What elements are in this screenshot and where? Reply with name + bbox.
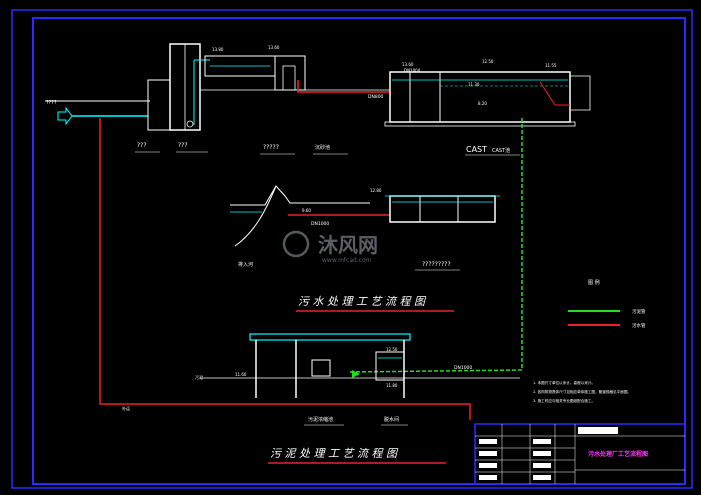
sludge-pump-icon (352, 370, 360, 378)
dn1000-low-label: DN1000 (454, 365, 472, 371)
outer-frame (11, 9, 693, 489)
sludge-inlet-label: 污泥 (195, 374, 203, 380)
label-cast: CAST (466, 145, 487, 154)
inlet-arrow (57, 106, 73, 126)
label-q1: ??? (137, 142, 147, 149)
dn1000-top-label: DN1000 (404, 68, 421, 73)
label-river: 排入河 (238, 261, 253, 268)
mid-tank (389, 195, 496, 223)
note-1: 1. 本图尺寸单位以米计。高程以米计。 (533, 380, 595, 385)
sewage-process-title: 污 水 处 理 工 艺 流 程 图 (298, 295, 427, 308)
watermark-url: www.mfcad.com (322, 257, 372, 264)
cast-tank (389, 71, 571, 123)
sludge-lvl-1250: 12.50 (386, 347, 398, 352)
mid-level: 9.60 (302, 208, 311, 213)
label-thickener: 污泥浓缩池 (308, 416, 333, 423)
cast-base (384, 121, 576, 127)
level-top-1: 13.80 (212, 47, 224, 52)
sludge-tank (375, 351, 405, 381)
tb-cell-3 (479, 463, 497, 468)
grit-hopper (282, 65, 296, 91)
tb-cell-5 (533, 439, 551, 444)
label-cast-small: CAST池 (492, 147, 510, 154)
legend-sludge-label: 污泥管 (632, 308, 646, 315)
cast-outlet-2 (570, 75, 591, 111)
inner-frame (32, 17, 686, 485)
tb-cell-1 (479, 439, 497, 444)
title-block: 污水处理厂工艺流程图 (474, 423, 686, 485)
sludge-lvl-1180: 11.80 (386, 383, 398, 388)
sludge-pipe (349, 118, 523, 373)
note-3: 3. 施工时应与相关专业图纸配合施工。 (533, 398, 595, 403)
pump (186, 120, 194, 128)
sludge-house-roof (249, 333, 411, 341)
legend-title: 图 例 (588, 279, 600, 286)
river-bank (230, 185, 370, 206)
cast-lvl-820: 8.20 (478, 101, 487, 106)
sludge-lvl-1160: 11.60 (235, 372, 247, 377)
tb-cell-8 (533, 475, 551, 480)
watermark: 沐风网 www.mfcad.com (282, 230, 378, 264)
label-q-sand: 沉砂池 (315, 144, 330, 151)
grit-chamber (274, 55, 306, 91)
level-top-2: 13.60 (268, 45, 280, 50)
tb-cell-9 (578, 427, 618, 434)
cast-lvl-1130: 11.30 (468, 82, 480, 87)
mid-tank-lvl: 12.80 (370, 188, 382, 193)
cast-lvl-1155: 11.55 (545, 63, 557, 68)
legend-sewage-label: 污水管 (632, 322, 646, 329)
tb-cell-6 (533, 451, 551, 456)
inlet-label: ???? (46, 100, 57, 106)
drawing-name: 污水处理厂工艺流程图 (588, 450, 648, 458)
note-2: 2. 各构筑物具体尺寸见相应单体施工图，管道规格见平面图。 (533, 389, 631, 394)
sludge-thickener (311, 359, 331, 377)
tb-cell-2 (479, 451, 497, 456)
label-q2: ??? (178, 142, 188, 149)
dn800-label: DN800 (368, 94, 384, 100)
sludge-out-label: 外运 (122, 405, 130, 411)
watermark-brand: 沐风网 (318, 233, 378, 257)
tb-cell-4 (479, 475, 497, 480)
label-dewater: 脱水间 (384, 416, 399, 423)
cast-lvl-1250: 12.50 (482, 59, 494, 64)
label-q3: ????? (263, 144, 279, 151)
sewage-pipe-left (99, 118, 471, 420)
watermark-logo-icon (282, 230, 310, 258)
title-block-frame (474, 423, 686, 485)
sewage-pipe-top (297, 80, 391, 96)
dn1000-mid-label: DN1000 (311, 221, 329, 227)
coarse-screen (147, 79, 171, 131)
label-q4: ????????? (422, 261, 451, 268)
cast-lvl-1360: 13.60 (402, 62, 414, 67)
river-slope (234, 185, 277, 247)
cast-outlet (539, 81, 570, 106)
sludge-process-title: 污 泥 处 理 工 艺 流 程 图 (270, 447, 399, 460)
tb-cell-7 (533, 463, 551, 468)
